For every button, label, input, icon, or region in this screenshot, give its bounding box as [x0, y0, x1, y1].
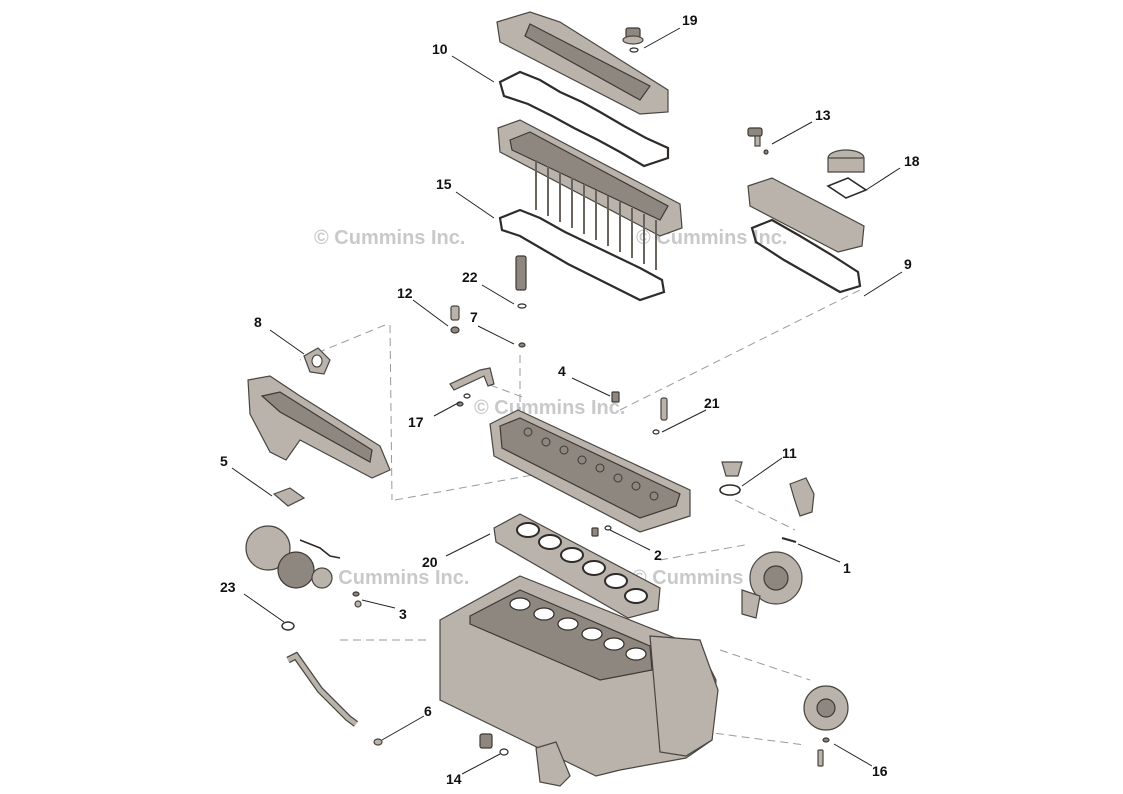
water-pump-o-ring — [781, 537, 797, 543]
valve-cover — [496, 11, 669, 115]
drain-tube-o-ring — [281, 621, 295, 631]
watermark-top-left: © Cummins Inc. — [314, 227, 465, 249]
callout-12: 12 — [397, 285, 413, 301]
head-bolt-washer — [591, 525, 612, 537]
lower-mounting-bracket — [535, 741, 571, 787]
callout-14: 14 — [446, 771, 462, 787]
crankshaft-speed-sensor — [479, 733, 509, 756]
cylinder-head — [489, 409, 691, 533]
callout-19: 19 — [682, 12, 698, 28]
cylinder-head-gasket — [493, 513, 661, 619]
callout-6: 6 — [424, 703, 432, 719]
callout-23: 23 — [220, 579, 236, 595]
cylinder-block — [439, 575, 719, 777]
exhaust-manifold — [247, 375, 391, 479]
water-pump — [741, 551, 803, 619]
callout-3: 3 — [399, 606, 407, 622]
watermark-lower-left: © Cummins Inc. — [318, 567, 469, 589]
callout-5: 5 — [220, 453, 228, 469]
intake-sensor — [747, 127, 769, 155]
callout-15: 15 — [436, 176, 452, 192]
callout-20: 20 — [422, 554, 438, 570]
fuel-pump — [803, 685, 849, 731]
valve-cover-gasket — [498, 70, 670, 168]
callout-1: 1 — [843, 560, 851, 576]
callout-16: 16 — [872, 763, 888, 779]
fuel-injector — [515, 255, 527, 309]
water-outlet-connection — [789, 477, 815, 517]
push-rods — [535, 160, 657, 270]
intake-air-connection — [826, 149, 868, 199]
fuel-plug — [450, 305, 460, 334]
watermark-top-right: © Cummins Inc. — [636, 227, 787, 249]
callout-18: 18 — [904, 153, 920, 169]
callout-9: 9 — [904, 256, 912, 272]
turbo-oil-drain-tube — [286, 651, 383, 746]
callout-8: 8 — [254, 314, 262, 330]
rocker-lever-housing — [497, 119, 683, 237]
watermark-center: © Cummins Inc. — [474, 397, 625, 419]
oil-fill-cap — [622, 27, 644, 53]
watermark-lower-right: © Cummins Inc. — [632, 567, 783, 589]
intake-manifold-gasket — [750, 218, 862, 294]
injector-washer — [518, 342, 526, 348]
intake-manifold-cover — [747, 177, 865, 253]
assembly-axis-lines — [299, 289, 861, 761]
callout-17: 17 — [408, 414, 424, 430]
callout-4: 4 — [558, 363, 566, 379]
leader-lines — [231, 27, 903, 775]
oil-supply-fitting — [352, 591, 362, 608]
callout-2: 2 — [654, 547, 662, 563]
callout-labels: 1 2 3 4 5 6 7 8 9 10 11 12 13 14 15 16 1… — [220, 12, 920, 787]
callout-11: 11 — [782, 445, 797, 461]
fuel-pump-fitting — [817, 737, 830, 767]
callout-22: 22 — [462, 269, 478, 285]
thermostat — [719, 461, 743, 496]
callout-10: 10 — [432, 41, 448, 57]
callout-7: 7 — [470, 309, 478, 325]
turbocharger — [245, 525, 341, 589]
rocker-housing-gasket — [498, 208, 666, 302]
turbo-mounting-gasket — [272, 487, 306, 507]
callout-21: 21 — [704, 395, 720, 411]
temperature-sensor — [652, 397, 668, 435]
head-bolt — [611, 391, 620, 403]
callout-13: 13 — [815, 107, 831, 123]
